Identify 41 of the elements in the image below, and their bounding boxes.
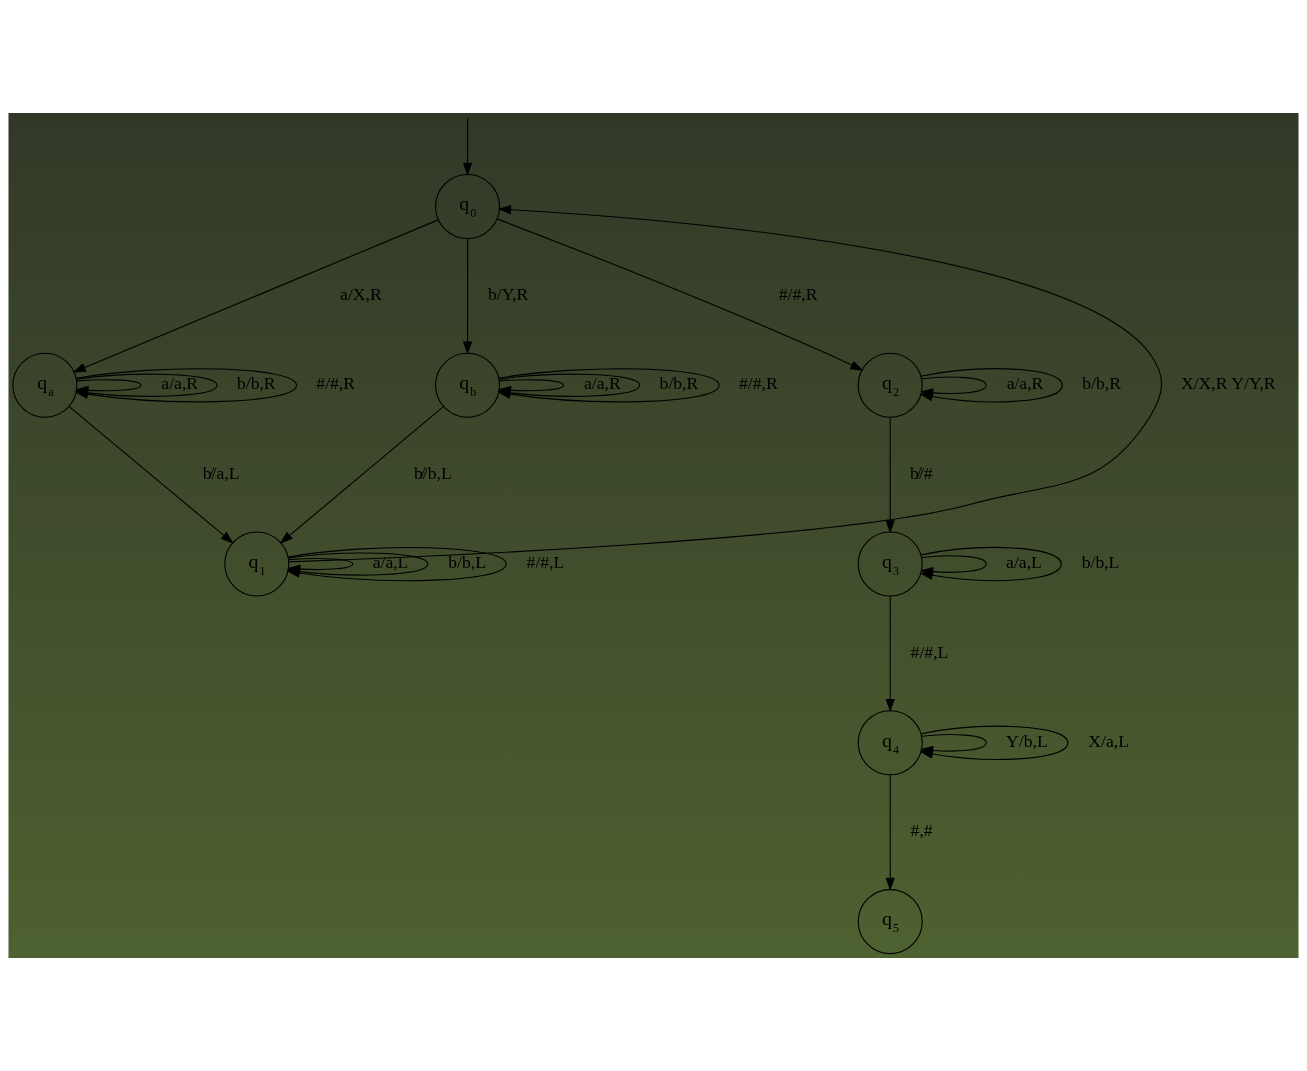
- edge-label: a/a,R: [1006, 373, 1044, 394]
- edge-label: a/a,R: [161, 373, 199, 394]
- edge-label: X/X,R Y/Y,R: [1180, 373, 1276, 394]
- edge-label: #,#: [910, 820, 933, 841]
- arrow: [885, 416, 895, 534]
- node-circle: q$_{1}$: [224, 531, 290, 597]
- arrow: [68, 406, 234, 544]
- edge-label: b/b,L: [448, 552, 486, 573]
- edge-label: a/a,L: [372, 552, 409, 573]
- arrow: [279, 406, 444, 544]
- arrow: [496, 218, 864, 371]
- arrow: [72, 219, 439, 373]
- edge-label: b/b,R: [236, 373, 276, 394]
- edge-label: #/#,R: [316, 373, 356, 394]
- edge-label: Y/b,L: [1006, 731, 1048, 751]
- edge-label: b/b,R: [659, 373, 699, 394]
- edge-label: #/#,R: [739, 373, 778, 394]
- edge-label: X/a,L: [1088, 731, 1129, 751]
- node-circle: q$_{a}$: [12, 352, 78, 418]
- node-circle: q$_{b}$: [435, 352, 501, 418]
- arrow: [885, 595, 895, 713]
- edge-label: b/b,L: [1081, 552, 1120, 573]
- edge-label: b/Y,R: [487, 284, 529, 305]
- edge-label: a/a,L: [1006, 552, 1042, 573]
- node-circle: q$_{3}$: [857, 531, 923, 597]
- node-circle: q$_{4}$: [857, 710, 923, 776]
- edge-label: a/X,R: [340, 284, 382, 305]
- edge-label: a/a,R: [583, 373, 621, 394]
- edge-label: #/#,L: [910, 641, 949, 662]
- edge-label: b̸/b,L: [414, 462, 452, 483]
- edge-label: #/#,L: [526, 552, 565, 573]
- edge-label: b̸/a,L: [202, 462, 240, 483]
- arrow: [288, 205, 1163, 563]
- arrow: [462, 117, 473, 176]
- node-circle: q$_{2}$: [857, 352, 923, 418]
- arrow: [885, 774, 895, 891]
- edge-label: b̸/#: [910, 462, 933, 483]
- node-circle: q$_{5}$: [857, 889, 923, 955]
- arrow: [462, 238, 473, 355]
- edge-label: #/#,R: [778, 284, 818, 305]
- edge-label: b/b,R: [1082, 373, 1121, 394]
